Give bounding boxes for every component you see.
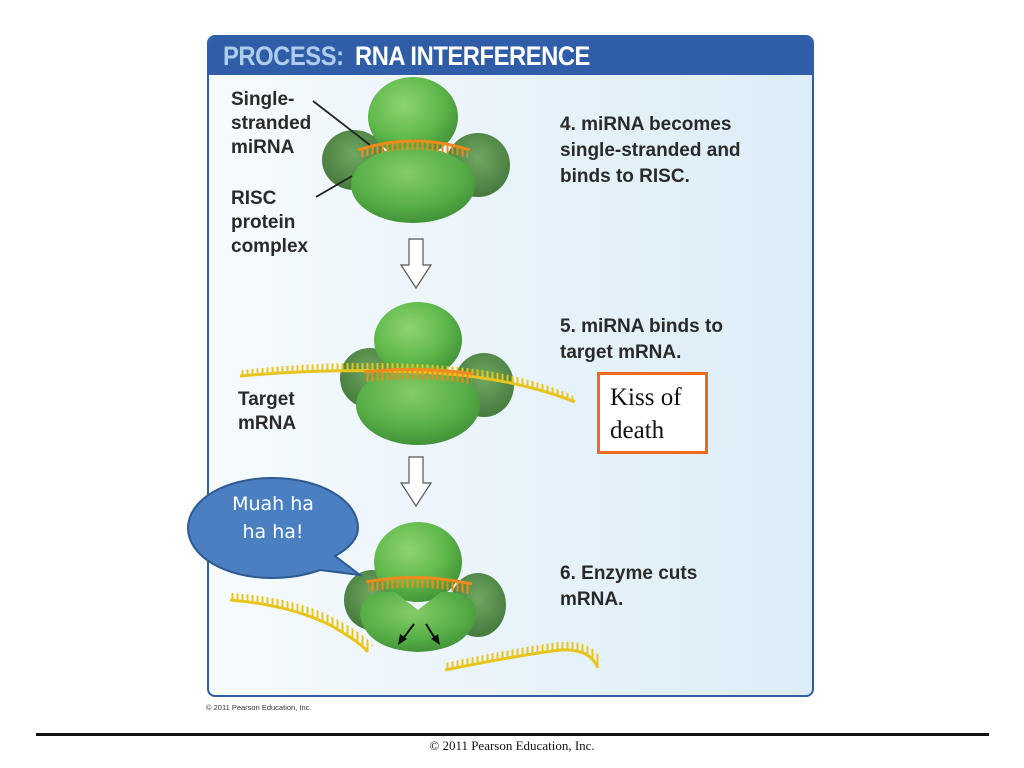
risc-complex-step6 — [344, 522, 506, 652]
down-arrow-icon — [399, 456, 433, 508]
slide-footer-credit: © 2011 Pearson Education, Inc. — [429, 738, 595, 753]
speech-bubble — [186, 476, 364, 580]
figure-header: PROCESS: RNA INTERFERENCE — [209, 37, 812, 75]
label-single-stranded-mirna: Single- stranded miRNA — [231, 89, 312, 158]
label-risc-protein-complex: RISC protein complex — [231, 188, 309, 257]
header-title: RNA INTERFERENCE — [355, 41, 590, 71]
cut-mrna-fragments — [229, 593, 602, 672]
footer-divider — [36, 733, 989, 736]
risc-complex-step4 — [322, 77, 510, 223]
risc-complex-step5 — [239, 302, 576, 445]
header-prefix: PROCESS: — [223, 41, 344, 71]
pointer-line-risc — [315, 175, 353, 198]
step-5-description: 5. miRNA binds to target mRNA. — [560, 316, 723, 363]
down-arrow-icon — [399, 238, 433, 290]
step-4-description: 4. miRNA becomes single-stranded and bin… — [560, 114, 741, 187]
figure-credit: © 2011 Pearson Education, Inc. — [206, 703, 312, 712]
mirna-strand — [368, 578, 470, 594]
speech-bubble-text: Muah ha ha ha! — [232, 493, 314, 543]
label-target-mrna: Target mRNA — [238, 389, 297, 434]
kiss-of-death-callout: Kiss of death — [597, 372, 708, 454]
mirna-strand — [360, 142, 468, 158]
step-6-description: 6. Enzyme cuts mRNA. — [560, 563, 698, 610]
pointer-line-mirna — [312, 100, 371, 146]
